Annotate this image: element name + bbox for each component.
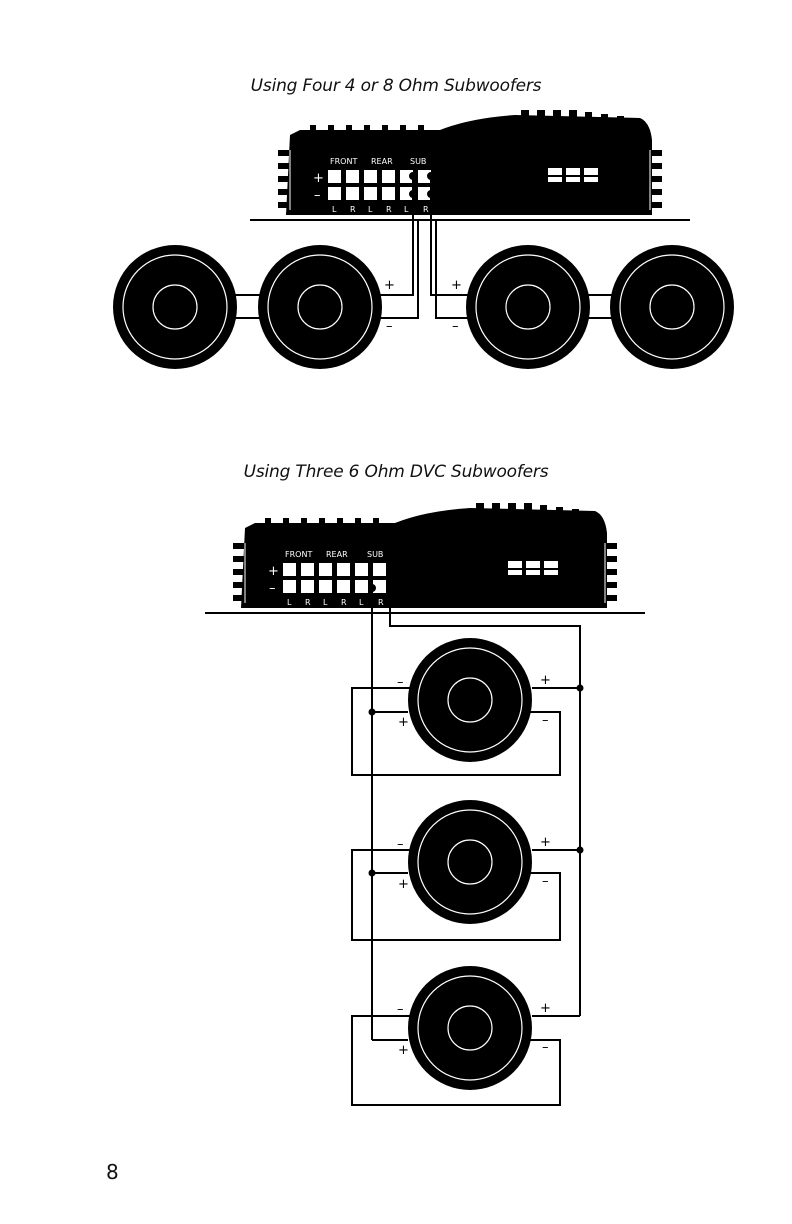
d1-spk-plus-right: + xyxy=(451,278,462,293)
d2-spk3-minus-left: – xyxy=(397,1002,404,1017)
amp2-ch-sub-r: R xyxy=(378,598,384,607)
d2-spk3-minus-right: – xyxy=(542,1040,549,1055)
d2-spk1-minus-right: – xyxy=(542,713,549,728)
amp2-label-front: FRONT xyxy=(285,550,312,559)
d2-spk2-minus-right: – xyxy=(542,874,549,889)
amp1-minus-sign: – xyxy=(314,188,321,203)
subwoofer-1 xyxy=(113,245,237,369)
d1-spk-plus-left: + xyxy=(384,278,395,293)
amp2-fuses xyxy=(508,561,558,575)
amp1-fuses xyxy=(548,168,598,182)
d2-spk1-plus-right: + xyxy=(540,673,551,688)
amp1-ch-front-l: L xyxy=(332,205,337,214)
d2-spk1-minus-left: – xyxy=(397,675,404,690)
amp1-label-front: FRONT xyxy=(330,157,357,166)
amp2-plus-sign: + xyxy=(268,564,279,579)
subwoofer-2 xyxy=(258,245,382,369)
amplifier-1: FRONT REAR SUB + – L R L R L R xyxy=(250,110,690,220)
amp1-ch-rear-l: L xyxy=(368,205,373,214)
amp1-ch-rear-r: R xyxy=(386,205,392,214)
amp2-ch-front-r: R xyxy=(305,598,311,607)
amp1-ch-front-r: R xyxy=(350,205,356,214)
dvc-subwoofer-3 xyxy=(408,966,532,1090)
d2-spk3-plus-right: + xyxy=(540,1001,551,1016)
amp2-ch-sub-l: L xyxy=(359,598,364,607)
d2-spk2-plus-right: + xyxy=(540,835,551,850)
amplifier-2: FRONT REAR SUB + – L R L R L R xyxy=(205,503,645,613)
subwoofer-4 xyxy=(610,245,734,369)
amp2-ch-rear-r: R xyxy=(341,598,347,607)
amp2-label-rear: REAR xyxy=(326,550,348,559)
d2-spk3-plus-left: + xyxy=(398,1043,409,1058)
d2-spk1-plus-left: + xyxy=(398,715,409,730)
amp2-ch-rear-l: L xyxy=(323,598,328,607)
amp2-label-sub: SUB xyxy=(367,550,383,559)
amp1-plus-sign: + xyxy=(313,171,324,186)
subwoofer-3 xyxy=(466,245,590,369)
d2-spk2-plus-left: + xyxy=(398,877,409,892)
amp2-ch-front-l: L xyxy=(287,598,292,607)
amp1-label-sub: SUB xyxy=(410,157,426,166)
dvc-subwoofer-1 xyxy=(408,638,532,762)
amp2-minus-sign: – xyxy=(269,581,276,596)
amp1-ch-sub-r: R xyxy=(423,205,429,214)
dvc-subwoofer-2 xyxy=(408,800,532,924)
amp1-label-rear: REAR xyxy=(371,157,393,166)
d2-spk2-minus-left: – xyxy=(397,837,404,852)
d1-spk-minus-left: – xyxy=(386,319,393,334)
amp1-ch-sub-l: L xyxy=(404,205,409,214)
d1-spk-minus-right: – xyxy=(452,319,459,334)
